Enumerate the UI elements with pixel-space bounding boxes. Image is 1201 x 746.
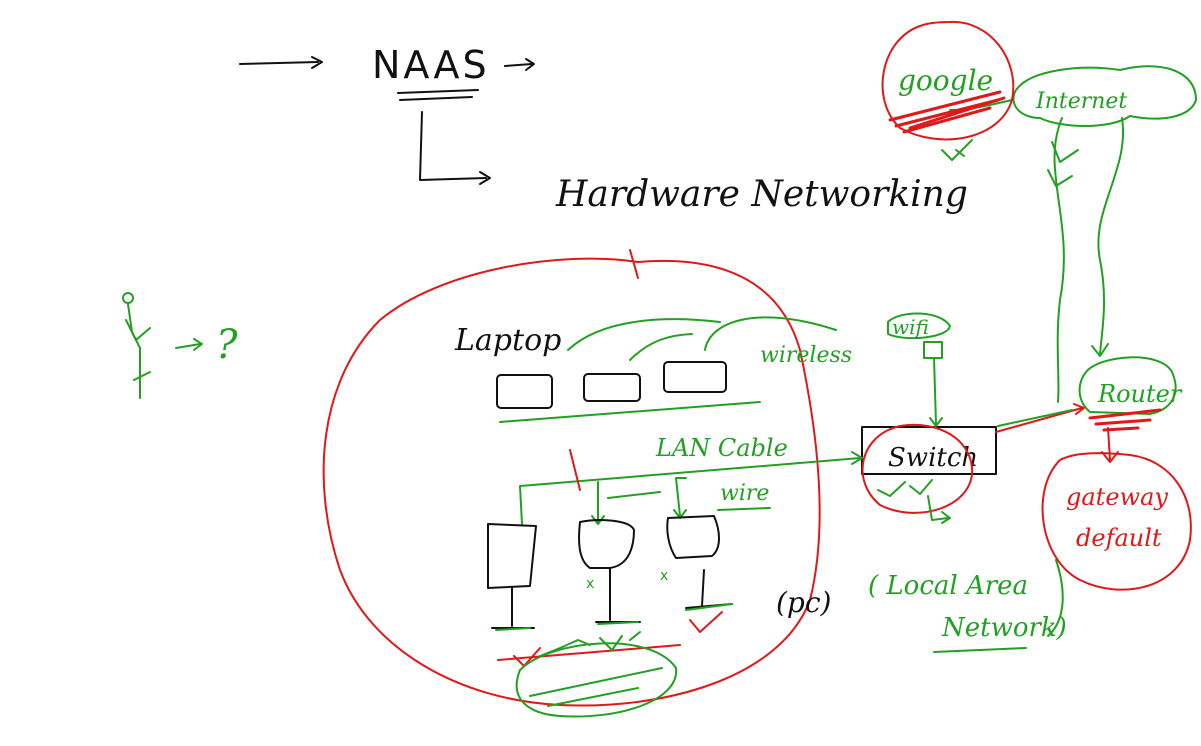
- bottom-green-ellipse: [515, 642, 678, 718]
- pc3-x-mark: x: [660, 568, 668, 584]
- google-red-circle: [881, 20, 1015, 141]
- lan-cable-label: LAN Cable: [655, 434, 788, 462]
- laptop-2: [583, 373, 641, 402]
- gateway-red-circle: [1041, 452, 1192, 591]
- switch-to-router-line: [995, 407, 1083, 433]
- wireless-label: wireless: [760, 343, 852, 368]
- local-area-label: ( Local Area: [868, 571, 1028, 601]
- pc-monitors: [487, 515, 733, 629]
- right-arrow-head: [525, 58, 535, 71]
- internet-label: Internet: [1035, 89, 1127, 114]
- naas-heading-group: [239, 56, 535, 185]
- network-label: Network): [941, 613, 1067, 643]
- red-tick-1: [569, 449, 581, 491]
- switch-label: Switch: [888, 443, 978, 473]
- pc-monitor-1: [487, 523, 537, 589]
- network-underline: [933, 647, 1027, 653]
- internet-to-router-line: [1047, 117, 1125, 403]
- lan-boundary-tail: [629, 249, 639, 279]
- switch-checks: [877, 479, 951, 524]
- router-to-gateway-line: [1101, 427, 1119, 463]
- lan-bracket: [1047, 559, 1064, 637]
- stick-figure-icon: [122, 292, 203, 399]
- pc-monitor-2: [578, 519, 635, 569]
- switch-highlight-circle: [861, 423, 974, 514]
- question-mark: ?: [216, 322, 238, 368]
- google-green-checks: [941, 139, 973, 161]
- switch-to-router-arrowhead: [1073, 403, 1085, 415]
- wifi-bubble: [887, 312, 951, 340]
- wifi-access-point: [923, 341, 943, 359]
- naas-underline-1: [397, 89, 479, 94]
- wireless-waves: [567, 316, 837, 361]
- pc-base-marks: [495, 603, 733, 631]
- bottom-green-line-1: [529, 667, 663, 697]
- right-arrow-shaft: [504, 63, 533, 67]
- lan-cable-arrowhead: [851, 451, 863, 465]
- wire-underline: [717, 507, 771, 511]
- lan-cable-line: [519, 457, 861, 525]
- laptop-3: [663, 361, 727, 393]
- laptop-1: [496, 374, 553, 409]
- pc2-x-mark: x: [586, 576, 594, 592]
- bottom-green-line-2: [547, 687, 639, 707]
- wifi-to-switch-line: [929, 357, 943, 427]
- switch-to-router-line-green: [997, 409, 1073, 427]
- naas-underline-2: [399, 96, 473, 101]
- left-arrow-head: [311, 56, 323, 69]
- default-label: default: [1076, 524, 1162, 552]
- router-red-scribble: [1088, 408, 1162, 432]
- lan-boundary-circle: [322, 257, 821, 707]
- naas-title: NAAS: [372, 43, 490, 87]
- google-red-scribble: [888, 90, 1006, 134]
- google-label: google: [898, 64, 993, 97]
- left-arrow-shaft: [239, 61, 319, 65]
- laptop-row: [496, 361, 727, 409]
- laptop-row-underline: [499, 401, 761, 423]
- pc-monitor-3: [666, 515, 720, 559]
- wire-label: wire: [720, 481, 769, 506]
- router-bubble: [1078, 356, 1177, 415]
- laptop-label: Laptop: [454, 323, 561, 358]
- bracket-down: [419, 111, 487, 181]
- router-label: Router: [1097, 380, 1183, 408]
- gateway-label: gateway: [1066, 483, 1168, 511]
- internet-cloud: [1012, 65, 1197, 127]
- pc-label: (pc): [776, 586, 831, 619]
- hardware-networking-title: Hardware Networking: [555, 174, 968, 215]
- wifi-label: wifi: [892, 315, 929, 339]
- bracket-arrow-head: [479, 171, 491, 185]
